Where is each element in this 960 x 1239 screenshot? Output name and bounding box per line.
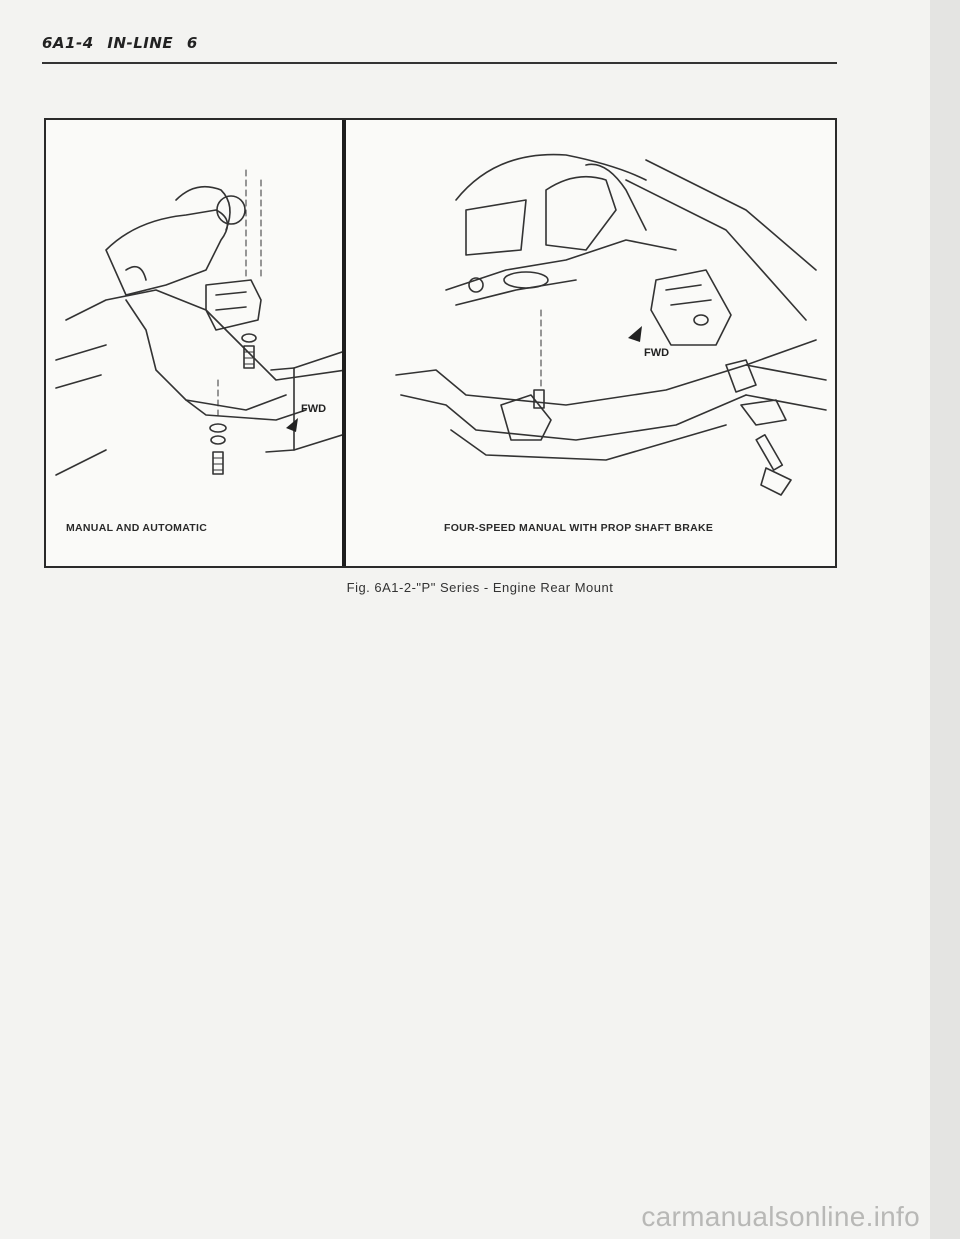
page-header-title: 6A1-4 IN-LINE 6 [42,34,198,52]
figure-caption: Fig. 6A1-2-"P" Series - Engine Rear Moun… [346,580,614,595]
page-edge [930,0,960,1239]
panel-divider [342,120,346,566]
header-rule [42,62,837,64]
right-fwd-label: FWD [644,347,669,359]
left-fwd-label: FWD [301,403,326,415]
right-mount-illustration: FWD [395,153,827,496]
left-panel-caption: MANUAL AND AUTOMATIC [66,522,208,534]
left-mount-illustration: FWD [55,169,342,476]
watermark: carmanualsonline.info [641,1201,920,1232]
right-panel-caption: FOUR-SPEED MANUAL WITH PROP SHAFT BRAKE [444,522,714,534]
figure-frame: FWD [44,118,837,568]
